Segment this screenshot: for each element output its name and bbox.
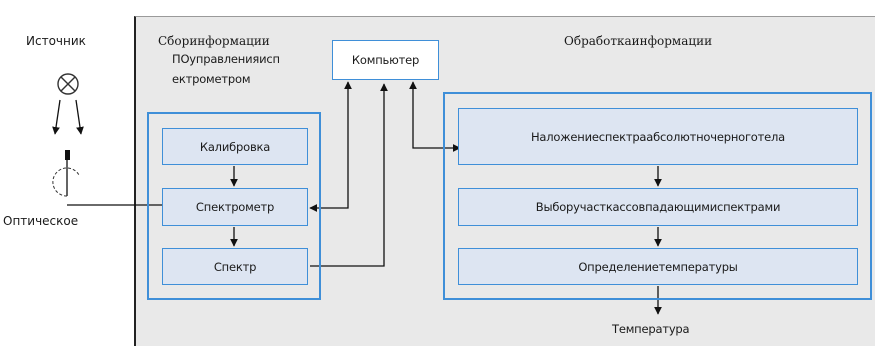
source-label: Источник (26, 34, 86, 48)
source-ray-left (52, 99, 61, 135)
temperature-determination-block: Определениетемпературы (458, 248, 858, 285)
computer-spectrometer-link (309, 81, 352, 212)
software-label-line1: ПОуправленияисп (172, 52, 280, 66)
processing-panel (134, 16, 875, 346)
processing-title: Обработкаинформации (564, 34, 713, 48)
source-ray-right (75, 99, 84, 135)
fiber-probe-icon (65, 150, 70, 160)
calibration-block: Калибровка (162, 128, 308, 165)
lamp-icon (57, 73, 79, 95)
collection-group (147, 112, 321, 300)
spectrum-computer-link (310, 83, 388, 267)
fiber-loop (52, 167, 80, 197)
segment-selection-block: Выборучасткассовпадающимиспектрами (458, 188, 858, 226)
software-label-line2: ектрометром (172, 72, 251, 86)
computer-box: Компьютер (332, 40, 439, 80)
temperature-output-label: Температура (612, 322, 690, 336)
spectrum-block: Спектр (162, 248, 308, 285)
processing-group (443, 92, 872, 300)
collection-title: Сборинформации (158, 34, 270, 48)
spectrometer-block: Спектрометр (162, 188, 308, 226)
optical-label: Оптическое (3, 214, 79, 228)
blackbody-overlay-block: Наложениеспектраабсолютночерноготела (458, 108, 858, 165)
